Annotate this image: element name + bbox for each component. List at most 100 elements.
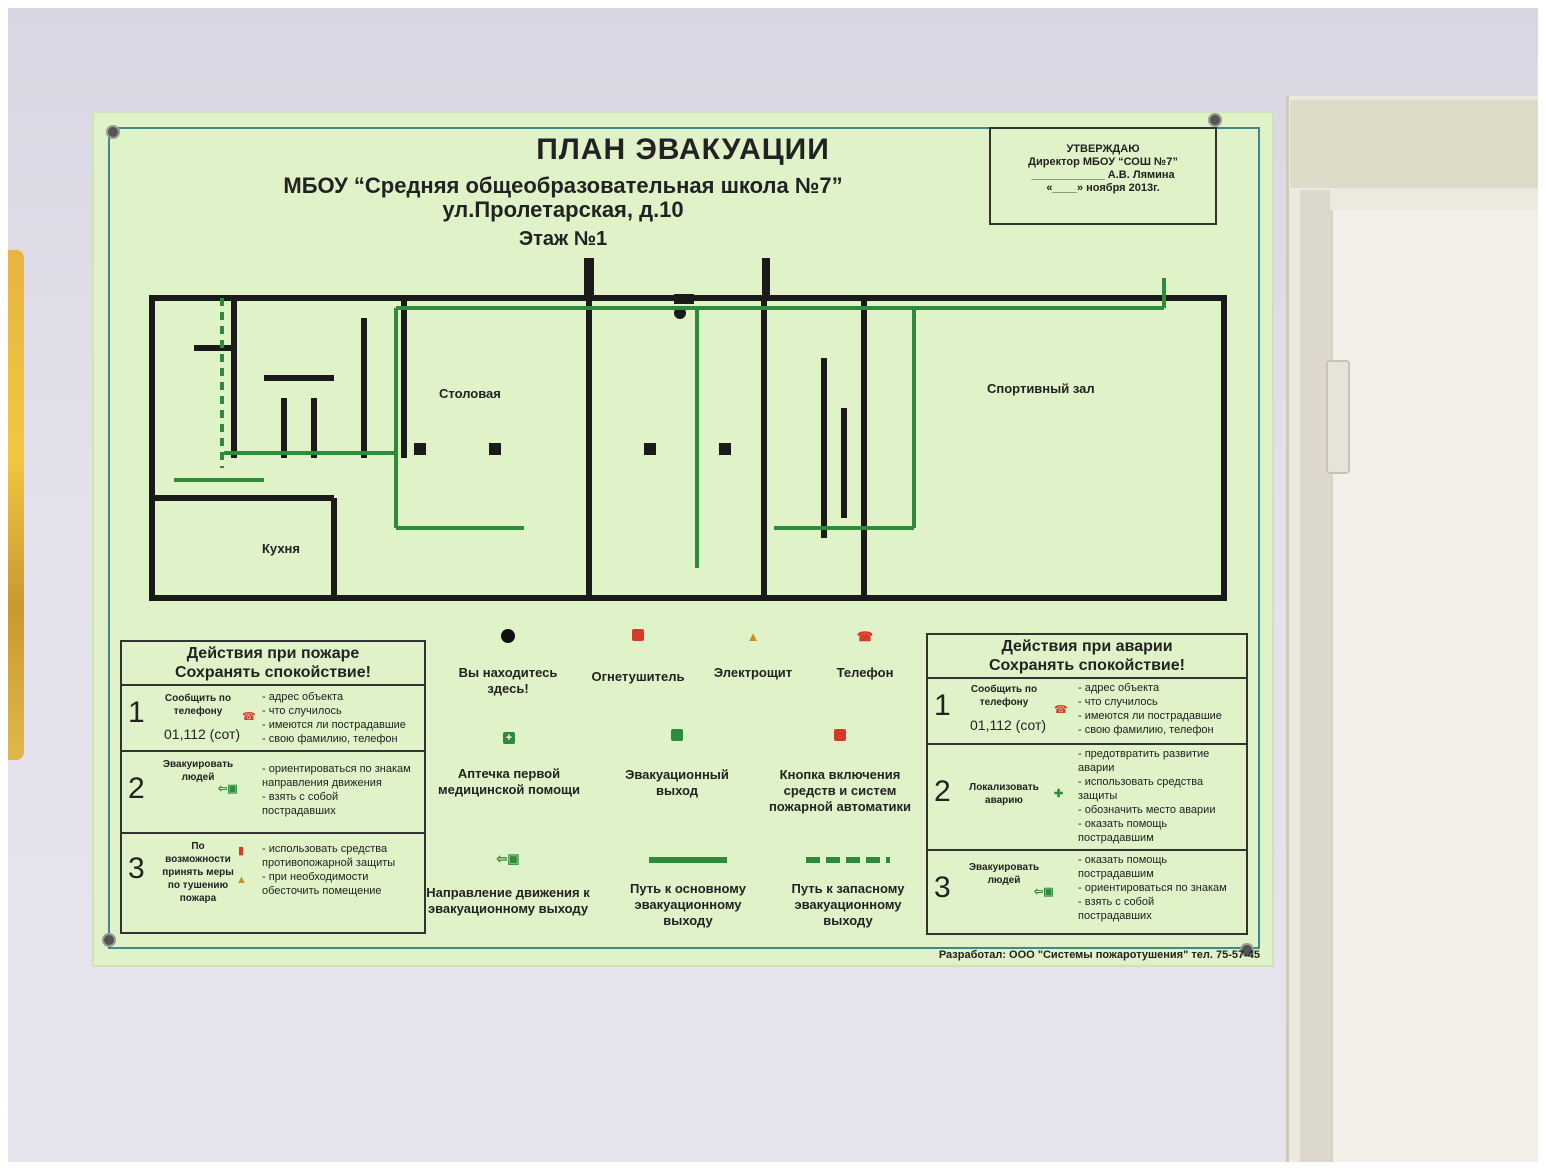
approval-line: Директор МБОУ “СОШ №7” xyxy=(1028,156,1178,168)
first-aid-icon: + xyxy=(503,732,515,744)
room-label-kitchen: Кухня xyxy=(262,541,300,556)
fire-box-header-line: Сохранять спокойствие! xyxy=(175,664,371,681)
door[interactable] xyxy=(1330,210,1543,1170)
extinguisher-icon xyxy=(632,629,644,641)
accident-step-1: 1 Сообщить по телефону 01,112 (сот) ☎ - … xyxy=(928,679,1246,745)
step-item: - что случилось xyxy=(262,705,342,717)
approval-line: ____________ А.В. Лямина xyxy=(1031,169,1175,181)
extinguisher-icon: ▮ xyxy=(238,845,245,857)
step-number: 1 xyxy=(934,689,951,722)
step-item: защиты xyxy=(1078,790,1118,802)
step-label: Эвакуировать людей xyxy=(968,862,1040,886)
step-label: Сообщить по телефону xyxy=(970,684,1038,708)
step-item: пострадавшим xyxy=(1078,832,1154,844)
developer-credit: Разработал: ООО "Системы пожаротушения" … xyxy=(938,949,1260,961)
step-label: Эвакуировать людей xyxy=(162,759,234,783)
step-number: 2 xyxy=(934,775,951,808)
legend-panel: ▲ Электрощит xyxy=(698,629,808,681)
step-label: Сообщить по телефону xyxy=(164,693,232,717)
legend-label: Путь к запасному эвакуационному выходу xyxy=(791,881,905,928)
step-number: 2 xyxy=(128,772,145,805)
step-item: - обозначить место аварии xyxy=(1078,804,1216,816)
step-item: - использовать средства xyxy=(262,843,388,855)
school-address: ул.Пролетарская, д.10 xyxy=(442,197,684,222)
step-label: Локализовать аварию xyxy=(969,782,1039,806)
step-item: - использовать средства xyxy=(1078,776,1204,788)
legend-here: Вы находитесь здесь! xyxy=(448,629,568,697)
accident-step-3: 3 Эвакуировать людей ⇦▣ - оказать помощь… xyxy=(928,851,1246,929)
approval-stamp: УТВЕРЖДАЮ Директор МБОУ “СОШ №7” _______… xyxy=(989,127,1217,225)
exit-arrow-icon: ⇦▣ xyxy=(1034,886,1054,898)
legend-label: Направление движения к эвакуационному вы… xyxy=(426,885,590,916)
fire-step-2: 2 Эвакуировать людей ⇦▣ - ориентироватьс… xyxy=(122,752,424,834)
step-item: - имеются ли пострадавшие xyxy=(1078,710,1222,722)
legend-main-path: Путь к основному эвакуационному выходу xyxy=(614,857,762,929)
step-label: По возможности принять меры по тушению п… xyxy=(162,841,234,904)
step-number: 3 xyxy=(128,852,145,885)
step-item: обесточить помещение xyxy=(262,885,382,897)
step-item: - предотвратить развитие xyxy=(1078,748,1210,760)
phone-number: 01,112 (сот) xyxy=(164,726,241,742)
step-item: - свою фамилию, телефон xyxy=(1078,724,1214,736)
phone-icon: ☎ xyxy=(1054,704,1068,716)
plan-title: ПЛАН ЭВАКУАЦИИ xyxy=(536,133,830,166)
fire-actions-box: Действия при пожаре Сохранять спокойстви… xyxy=(120,640,426,934)
accident-box-header-line: Действия при аварии xyxy=(1001,638,1173,655)
legend-firstaid: + Аптечка первой медицинской помощи xyxy=(424,729,594,798)
step-item: пострадавших xyxy=(262,805,336,817)
step-item: - при необходимости xyxy=(262,871,369,883)
yellow-object xyxy=(8,250,24,760)
main-path-line-icon xyxy=(649,857,727,863)
legend-label: Электрощит xyxy=(713,665,793,680)
accident-box-header-line: Сохранять спокойствие! xyxy=(989,657,1185,674)
phone-number: 01,112 (сот) xyxy=(970,717,1047,733)
door-jamb xyxy=(1300,190,1330,1170)
legend-label: Огнетушитель xyxy=(591,669,685,684)
you-are-here-icon xyxy=(501,629,515,643)
step-item: аварии xyxy=(1078,762,1115,774)
floor-plan: Столовая Спортивный зал Кухня xyxy=(149,258,1227,601)
step-number: 1 xyxy=(128,696,145,729)
legend-label: Кнопка включения средств и систем пожарн… xyxy=(768,767,912,814)
legend-phone: ☎ Телефон xyxy=(810,629,920,681)
room-label-canteen: Столовая xyxy=(439,386,501,401)
step-number: 3 xyxy=(934,871,951,904)
spare-path-line-icon xyxy=(806,857,890,863)
electric-panel-icon: ▲ xyxy=(746,629,760,644)
step-items: - оказать помощь пострадавшим - ориентир… xyxy=(1078,853,1227,923)
step-items: - адрес объекта - что случилось - имеютс… xyxy=(262,690,406,746)
step-items: - использовать средства противопожарной … xyxy=(262,842,395,898)
accident-actions-box: Действия при аварии Сохранять спокойстви… xyxy=(926,633,1248,935)
school-name: МБОУ “Средняя общеобразовательная школа … xyxy=(283,173,843,198)
step-item: противопожарной защиты xyxy=(262,857,396,869)
legend-button: Кнопка включения средств и систем пожарн… xyxy=(762,729,918,815)
legend-spare-path: Путь к запасному эвакуационному выходу xyxy=(774,857,922,929)
fire-step-3: 3 По возможности принять меры по тушению… xyxy=(122,834,424,924)
step-item: - что случилось xyxy=(1078,696,1158,708)
phone-icon: ☎ xyxy=(856,629,874,644)
step-item: - имеются ли пострадавшие xyxy=(262,719,406,731)
screw-icon xyxy=(102,933,116,947)
step-item: - взять с собой xyxy=(262,791,339,803)
step-items: - адрес объекта - что случилось - имеютс… xyxy=(1078,681,1222,737)
accident-box-header: Действия при аварии Сохранять спокойстви… xyxy=(928,635,1246,679)
step-item: направления движения xyxy=(262,777,382,789)
legend-extinguisher: Огнетушитель xyxy=(578,629,698,685)
legend-label: Путь к основному эвакуационному выходу xyxy=(630,881,746,928)
legend-label: Телефон xyxy=(836,665,894,680)
accident-step-2: 2 Локализовать аварию ✚ - предотвратить … xyxy=(928,745,1246,851)
fire-box-header: Действия при пожаре Сохранять спокойстви… xyxy=(122,642,424,686)
door-lintel xyxy=(1290,100,1540,188)
exit-icon xyxy=(671,729,683,741)
legend-direction: ⇦▣ Направление движения к эвакуационному… xyxy=(420,851,596,917)
first-aid-icon: ✚ xyxy=(1054,788,1064,800)
legend-label: Вы находитесь здесь! xyxy=(458,665,558,696)
board-inner-frame xyxy=(108,127,1260,949)
legend-label: Эвакуационный выход xyxy=(625,767,729,798)
legend-label: Аптечка первой медицинской помощи xyxy=(437,766,580,797)
step-items: - предотвратить развитие аварии - исполь… xyxy=(1078,747,1215,845)
fire-step-1: 1 Сообщить по телефону 01,112 (сот) ☎ - … xyxy=(122,686,424,752)
step-item: - ориентироваться по знакам xyxy=(262,763,411,775)
evacuation-plan-board: ПЛАН ЭВАКУАЦИИ МБОУ “Средняя общеобразов… xyxy=(94,113,1272,965)
screw-icon xyxy=(1208,113,1222,127)
